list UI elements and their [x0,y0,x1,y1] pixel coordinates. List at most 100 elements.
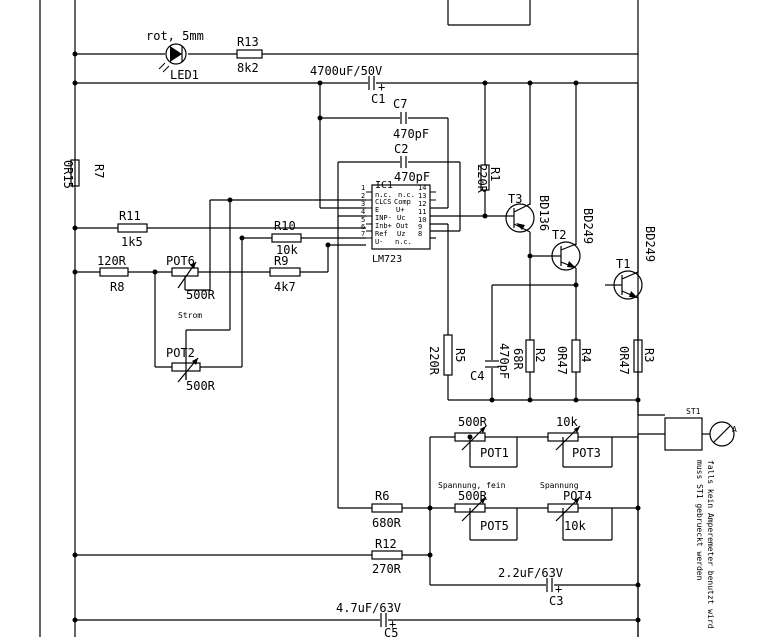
pot3-value: 10k [556,415,578,429]
r8-ref: R8 [110,280,124,294]
t1-ref: T1 [616,257,630,271]
pot6: POT6 500R [166,254,216,302]
r9-ref: R9 [274,254,288,268]
c1-ref: C1 [371,92,385,106]
ic1-name-comp: Comp [394,198,411,206]
r11: R11 1k5 [117,209,148,249]
junction-dots [72,51,641,623]
r6-value: 680R [372,516,402,530]
t2-type: BD249 [581,208,595,244]
ic1-ref: IC1 [375,180,393,191]
st1-ref: ST1 [686,407,701,416]
ic1-pin-11: 11 [418,208,426,216]
spannung-label: Spannung [540,481,579,490]
spannung-fein-label: Spannung, fein [438,481,506,490]
r9-value: 4k7 [274,280,296,294]
pot2: POT2 500R [166,346,216,393]
pot5-ref: POT5 [480,519,509,533]
strom-label: Strom [178,311,202,320]
pot2-ref: POT2 [166,346,195,360]
r8: 120R R8 [97,254,129,294]
c3-ref: C3 [549,594,563,608]
ic1-name-ref: Ref [375,230,388,238]
c5-ref: C5 [384,626,398,637]
t1: T1 BD249 [613,226,657,300]
pot5-value: 500R [458,489,488,503]
c7: C7 470pF [393,97,429,141]
pot4-value: 10k [564,519,586,533]
ic1-name-nc2: n.c. [398,191,415,199]
c5-value: 4.7uF/63V [336,601,401,615]
r10-value: 10k [276,243,298,257]
c2-ref: C2 [394,142,408,156]
pot6-ref: POT6 [166,254,195,268]
ic1-pin-8: 8 [418,230,422,238]
r3-ref: R3 [642,348,656,362]
pot1: 500R POT1 [454,415,509,460]
led1: rot, 5mm LED1 [146,29,204,82]
ammeter-symbol: A [732,425,737,434]
t2: T2 BD249 [551,208,595,271]
r4-value: 0R47 [555,346,569,375]
r6-ref: R6 [375,489,389,503]
ic1-pin-9: 9 [418,223,422,231]
led1-ref: LED1 [170,68,199,82]
r6: R6 680R [371,489,403,530]
r13-value: 8k2 [237,61,259,75]
ic1-pin-3: 3 [361,200,365,208]
ic1-name-u-plus: U+ [396,206,404,214]
r5: R5 220R [427,334,467,376]
ic1-pin-12: 12 [418,200,426,208]
t3: T3 BD136 [505,192,551,233]
r13: R13 8k2 [236,35,263,75]
ic1-name-out: Out [396,222,409,230]
c7-value: 470pF [393,127,429,141]
ic1-name-e: E [375,206,379,214]
c3-plus: + [555,582,562,596]
pot4: POT4 10k [547,489,592,533]
ammeter-note: falls kein Amperemeter benutzt wird muss… [695,460,715,629]
r3-value: 0R47 [617,346,631,375]
t3-ref: T3 [508,192,522,206]
r1-ref: R1 [488,167,502,181]
r12-ref: R12 [375,537,397,551]
c3-value: 2.2uF/63V [498,566,563,580]
r10-ref: R10 [274,219,296,233]
r10: R10 10k [271,219,302,257]
r11-value: 1k5 [121,235,143,249]
c2-value: 470pF [394,170,430,184]
c3: 2.2uF/63V + C3 [498,566,563,608]
r1-value: 220R [475,164,489,194]
r7: R7 0R15 [61,159,106,189]
c2: C2 470pF [394,142,430,184]
ic1-name-u-minus: U- [375,238,383,246]
pot3: 10k POT3 [547,415,601,460]
c1: 4700uF/50V + C1 [310,64,385,106]
ic1-pin-14: 14 [418,184,426,192]
c4: C4 470pF [470,343,511,383]
c5: 4.7uF/63V + C5 [336,601,401,637]
r4: R4 0R47 [555,339,593,375]
ic1-pin-10: 10 [418,216,426,224]
ic1-pin-6: 6 [361,223,365,231]
r7-value: 0R15 [61,160,75,189]
ic1-name-uz: Uz [397,230,405,238]
r12: R12 270R [371,537,403,576]
ic1-name-inb: Inb+ [375,222,392,230]
ic1-name-nc3: n.c. [395,238,412,246]
t2-ref: T2 [552,228,566,242]
pot1-ref: POT1 [480,446,509,460]
r4-ref: R4 [579,348,593,362]
c5-plus: + [389,617,396,631]
r2: R2 68R [511,339,547,373]
st1: ST1 A [664,407,737,451]
led1-note: rot, 5mm [146,29,204,43]
r11-ref: R11 [119,209,141,223]
r2-value: 68R [511,348,525,370]
c1-value: 4700uF/50V [310,64,382,78]
c4-ref: C4 [470,369,484,383]
r7-ref: R7 [92,164,106,178]
ic1-pin-4: 4 [361,208,365,216]
r9: R9 4k7 [269,254,301,294]
